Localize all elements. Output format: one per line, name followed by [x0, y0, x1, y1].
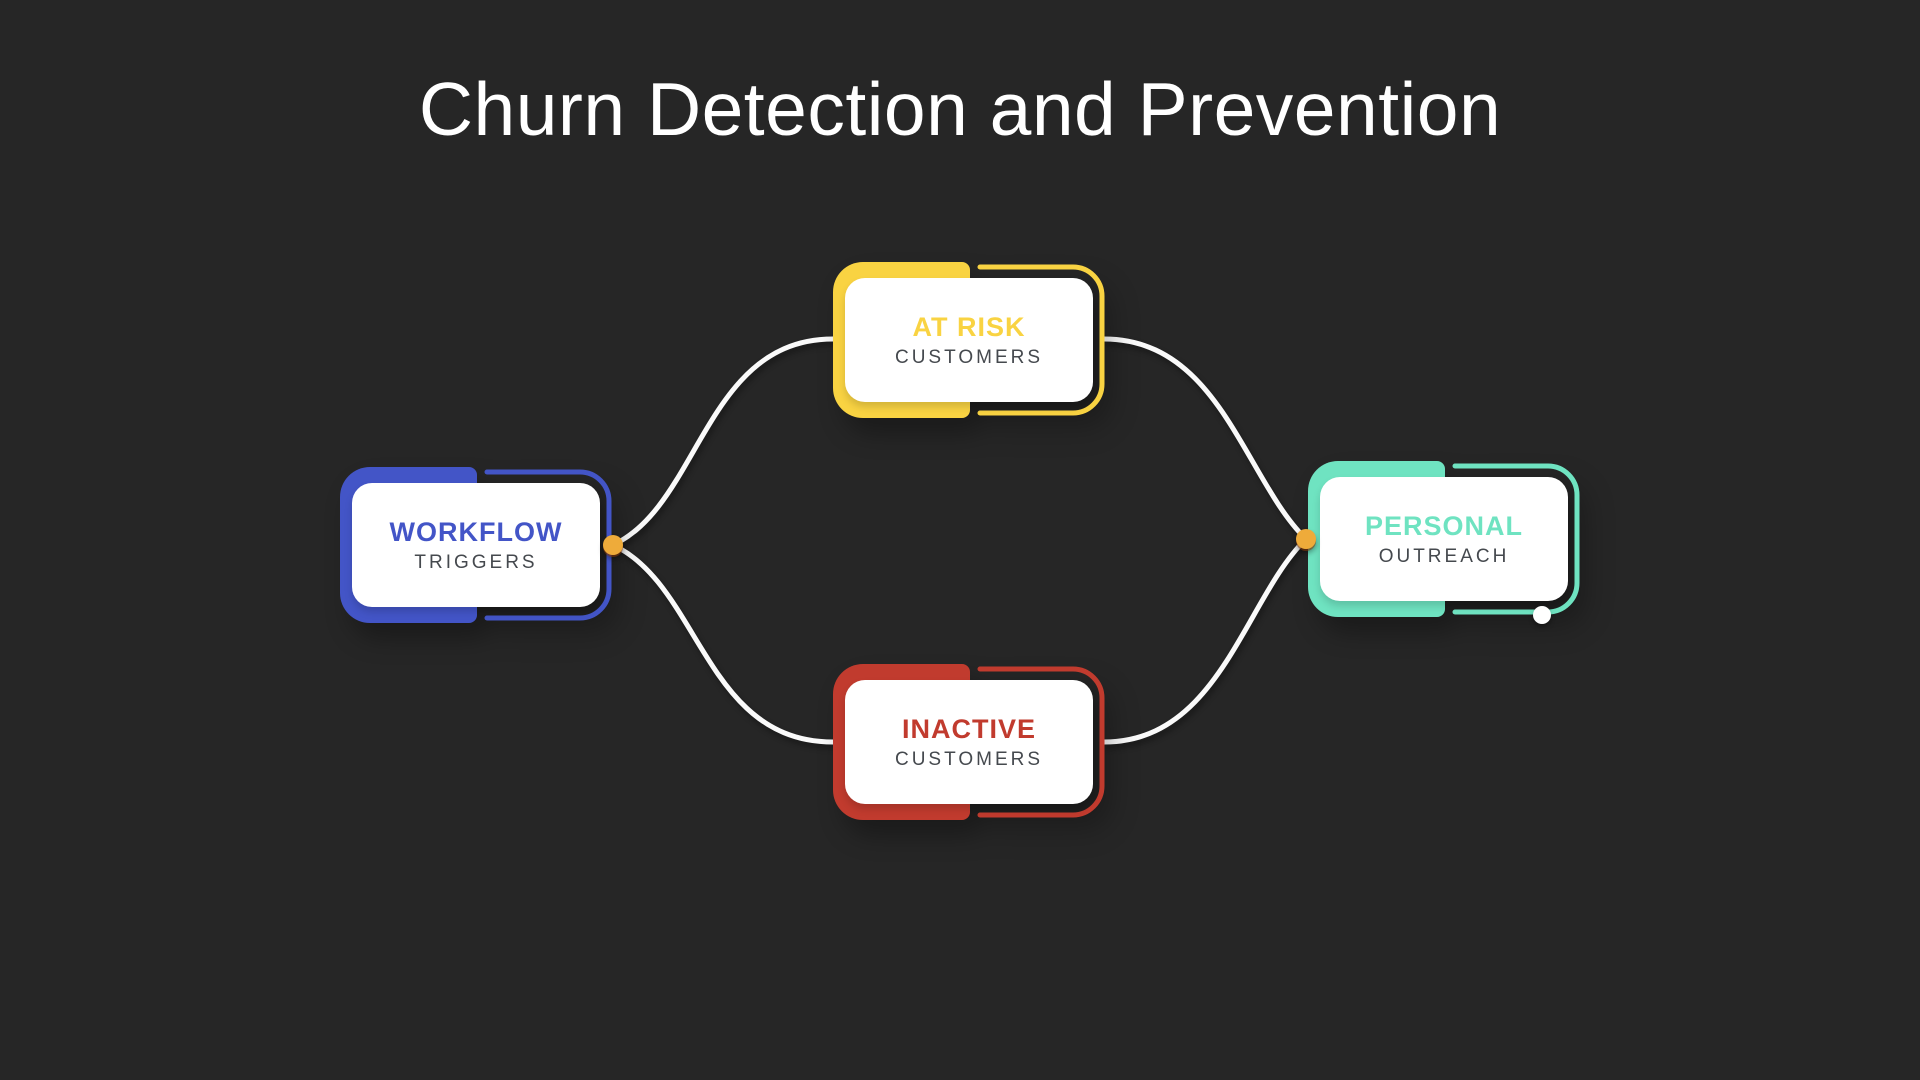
node-subtitle: CUSTOMERS [894, 346, 1044, 368]
node-workflow-triggers: WORKFLOW TRIGGERS [340, 467, 614, 623]
connector-workflow-to-inactive [610, 542, 836, 745]
connector-atrisk-to-personal [1101, 336, 1309, 542]
node-title: INACTIVE [901, 713, 1036, 744]
connector-workflow-to-atrisk [610, 336, 836, 548]
node-personal-outreach: PERSONAL OUTREACH [1308, 461, 1582, 617]
connector-inactive-to-personal [1101, 536, 1309, 745]
node-inactive-customers: INACTIVE CUSTOMERS [833, 664, 1107, 820]
node-title: WORKFLOW [389, 516, 563, 547]
node-title: PERSONAL [1364, 510, 1524, 541]
node-card: INACTIVE CUSTOMERS [845, 680, 1093, 804]
node-subtitle: TRIGGERS [414, 551, 538, 573]
connector-endpoint-dot-icon [1533, 606, 1551, 624]
node-title: AT RISK [912, 311, 1026, 342]
node-card: WORKFLOW TRIGGERS [352, 483, 600, 607]
node-subtitle: OUTREACH [1378, 545, 1510, 567]
connector-junction-dot-icon [603, 535, 623, 555]
connector-junction-dot-icon [1296, 529, 1316, 549]
node-card: PERSONAL OUTREACH [1320, 477, 1568, 601]
node-at-risk-customers: AT RISK CUSTOMERS [833, 262, 1107, 418]
node-card: AT RISK CUSTOMERS [845, 278, 1093, 402]
diagram-title: Churn Detection and Prevention [418, 67, 1502, 151]
node-subtitle: CUSTOMERS [894, 748, 1044, 770]
